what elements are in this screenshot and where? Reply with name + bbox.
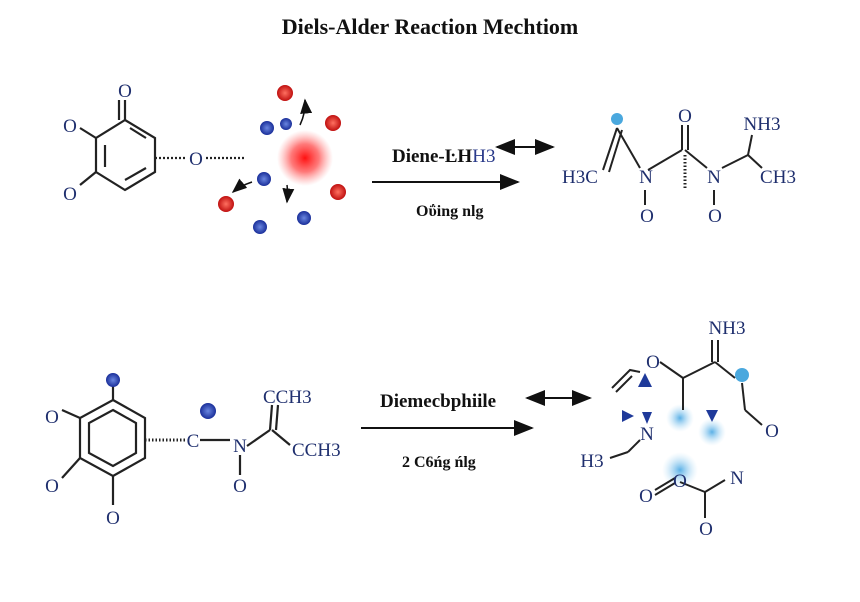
blue-atom <box>260 121 274 135</box>
atom-label: O <box>678 106 692 127</box>
curved-arrow <box>282 184 295 204</box>
atom-label: O <box>106 508 120 529</box>
atom-label: O <box>639 486 653 507</box>
curved-arrow <box>231 178 253 193</box>
reagent-label: Diemecbphiile <box>380 391 496 412</box>
energy-glow <box>277 130 333 186</box>
atom-label: NH3 <box>744 114 781 135</box>
blue-atom <box>200 403 216 419</box>
atom-label: O <box>63 184 77 205</box>
blue-atom <box>253 220 267 234</box>
atom-label: N <box>730 468 744 489</box>
red-atom <box>330 184 346 200</box>
red-atom <box>277 85 293 101</box>
atom-label: NH3 <box>709 318 746 339</box>
curved-arrow <box>299 98 313 126</box>
bottom-right-molecule <box>609 340 763 518</box>
diagram-title: Diels-Alder Reaction Mechtiom <box>282 14 579 39</box>
atom-label: O <box>640 206 654 227</box>
atom-label: H3 <box>580 451 603 472</box>
blue-atom <box>257 172 271 186</box>
atom-label: N <box>233 436 247 457</box>
atom-label: CCH3 <box>263 387 312 408</box>
atom-label: CCH3 <box>292 440 341 461</box>
blue-atom <box>297 211 311 225</box>
bottom-left-molecule <box>61 385 291 505</box>
red-atom <box>218 196 234 212</box>
atom-label: O <box>189 149 203 170</box>
atom-label: O <box>63 116 77 137</box>
atom-label: N <box>640 424 654 445</box>
blue-atom <box>106 373 120 387</box>
light-blue-atom <box>611 113 623 125</box>
red-atom <box>325 115 341 131</box>
atom-label: O <box>699 519 713 540</box>
atom-label: H3C <box>562 167 598 188</box>
atom-label: O <box>673 471 687 492</box>
atom-label: O <box>45 476 59 497</box>
atom-label: N <box>639 167 653 188</box>
atom-label: O <box>765 421 779 442</box>
reaction-particles <box>218 85 346 234</box>
reagent-label: Diene-ĿHH3 <box>392 146 495 167</box>
atom-label: C <box>187 431 200 452</box>
condition-label: Oΰing nlg <box>416 203 483 220</box>
atom-label: N <box>707 167 721 188</box>
atom-label: O <box>45 407 59 428</box>
atom-label: O <box>708 206 722 227</box>
atom-label: O <box>118 81 132 102</box>
condition-label: 2 C6ńg ńlg <box>402 454 476 471</box>
blue-atom <box>280 118 292 130</box>
atom-label: CH3 <box>760 167 796 188</box>
top-right-molecule <box>602 125 763 205</box>
atom-label: O <box>233 476 247 497</box>
top-left-molecule <box>79 100 244 192</box>
atom-label: O <box>646 352 660 373</box>
